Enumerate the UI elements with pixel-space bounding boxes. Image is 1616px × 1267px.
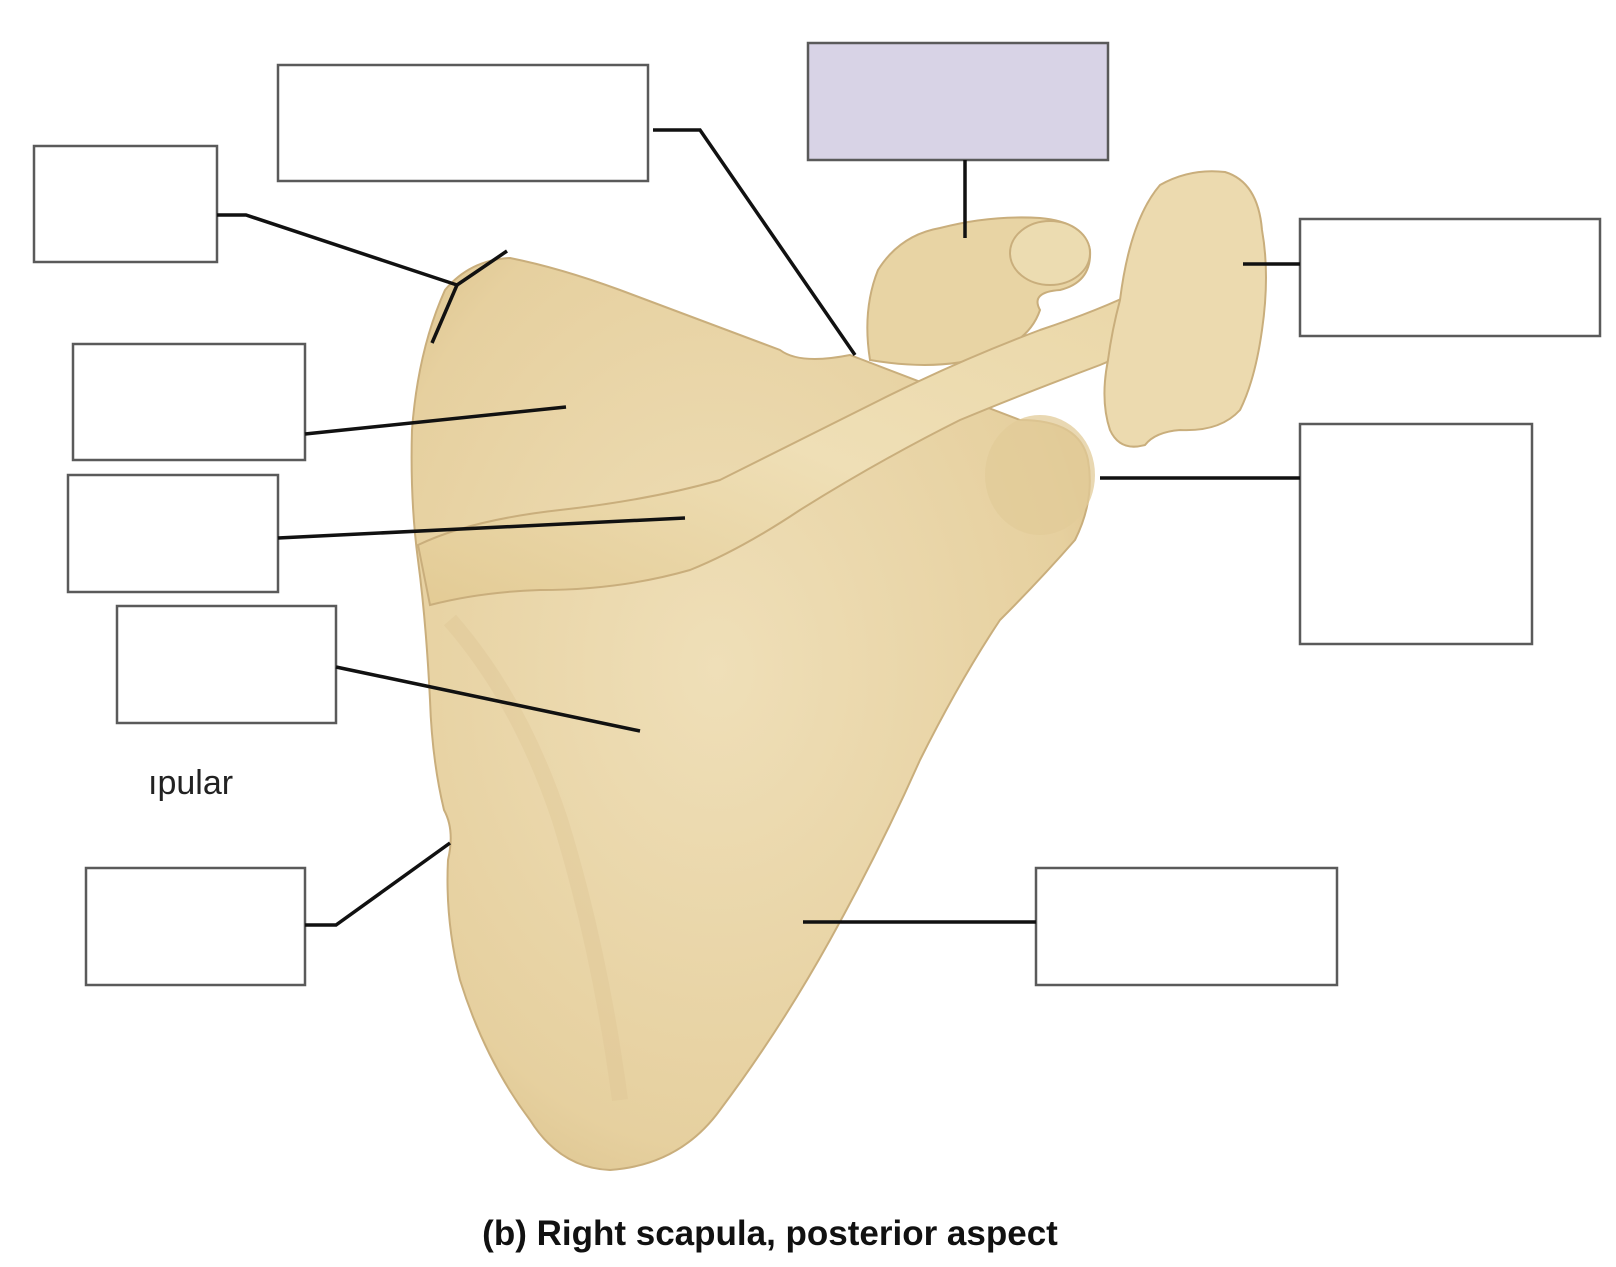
leader-medial-border [305, 841, 452, 927]
glenoid-region [985, 415, 1095, 535]
figure-caption: (b) Right scapula, posterior aspect [482, 1214, 1058, 1253]
fossa-shading [443, 614, 628, 1102]
leader-suprascapular-notch [653, 128, 857, 356]
label-box-supraspinous-fossa[interactable] [71, 342, 307, 462]
coracoid-tip [1009, 220, 1091, 286]
label-box-coracoid-process[interactable] [806, 41, 1110, 162]
leader-supraspinous-fossa [304, 405, 567, 436]
label-box-infraspinous-fossa[interactable] [115, 604, 338, 725]
label-box-acromion[interactable] [1298, 217, 1602, 338]
scapula-body [410, 256, 1091, 1172]
leader-superior-angle-tick-upper [456, 249, 508, 287]
label-box-lateral-border[interactable] [1034, 866, 1339, 987]
partial-label-text: ıpular [148, 764, 234, 802]
leader-superior-angle [217, 213, 458, 287]
leader-spine [277, 516, 686, 540]
label-box-superior-angle[interactable] [32, 144, 219, 264]
label-box-spine[interactable] [66, 473, 280, 594]
label-box-glenoid-cavity[interactable] [1298, 422, 1534, 646]
leader-infraspinous-fossa [335, 665, 641, 733]
leader-superior-angle-tick-lower [430, 284, 459, 344]
acromion-process [1103, 170, 1267, 448]
label-box-suprascapular-notch[interactable] [276, 63, 650, 183]
label-box-medial-border[interactable] [84, 866, 307, 987]
